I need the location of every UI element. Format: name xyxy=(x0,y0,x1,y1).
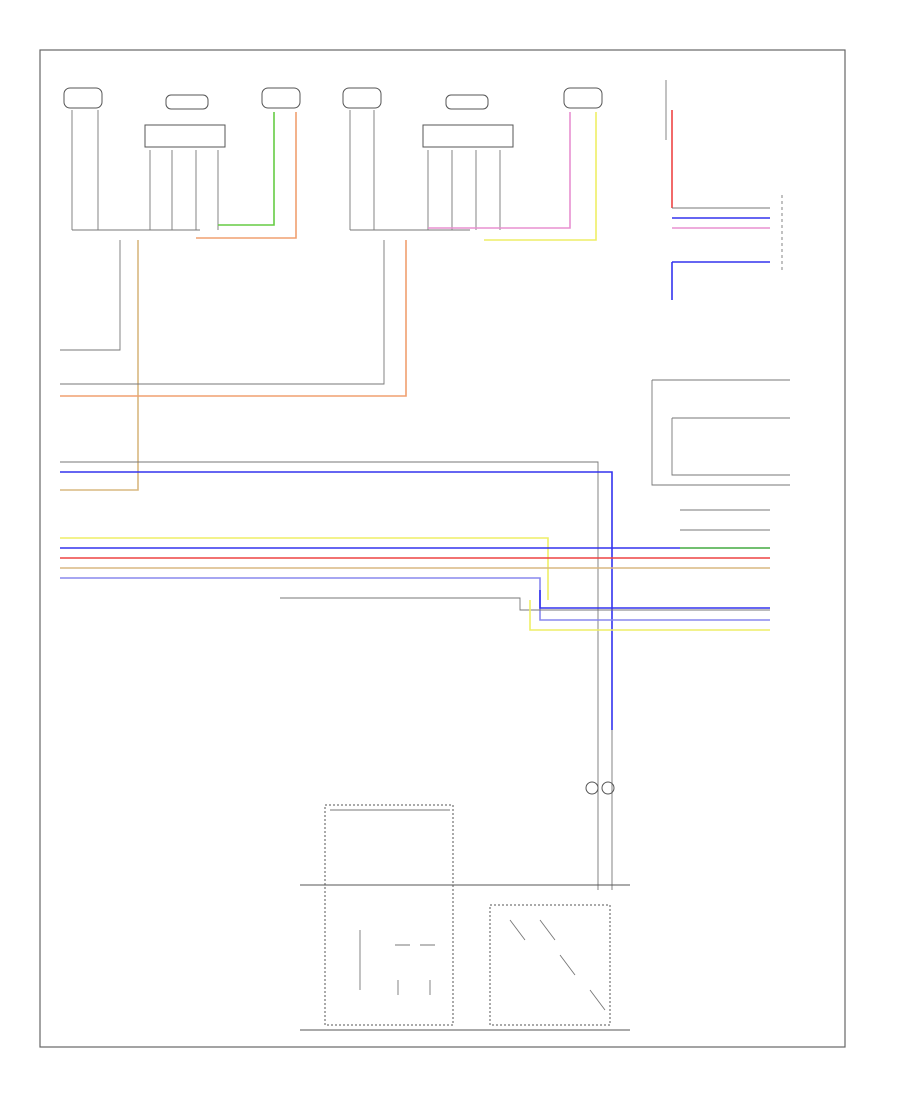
bottom-connector-group xyxy=(300,730,630,1031)
right-woofer-speaker xyxy=(342,87,382,109)
top-right-module xyxy=(665,80,783,300)
left-speaker-bracket xyxy=(144,124,226,148)
left-tweeter-orange-wire xyxy=(196,112,297,239)
bus-blue-wire-1 xyxy=(60,471,613,730)
antenna-module xyxy=(651,379,790,486)
right-tweeter-yellow-wire xyxy=(484,112,597,241)
bus-gray-wire-1 xyxy=(60,461,599,730)
bus-violet-wire xyxy=(60,577,770,621)
clock-spring-switch-box xyxy=(489,904,611,1026)
right-tweeter-speaker xyxy=(563,87,603,109)
connector-pin-1 xyxy=(585,781,599,795)
left-tweeter-speaker xyxy=(261,87,301,109)
right-door-speaker xyxy=(445,94,489,110)
bus-gray-wire-2 xyxy=(280,597,770,611)
antenna-coax-wire xyxy=(671,417,790,476)
right-speaker-group xyxy=(60,87,603,397)
right-orange-wire xyxy=(60,240,407,397)
left-tan-wire xyxy=(60,240,139,491)
diagram-frame xyxy=(39,49,846,1048)
left-door-speaker xyxy=(165,94,209,110)
left-woofer-speaker xyxy=(63,87,103,109)
left-tweeter-green-wire xyxy=(218,112,275,226)
right-speaker-bracket xyxy=(422,124,514,148)
connector-pin-2 xyxy=(601,781,615,795)
bus-yellow-wire xyxy=(60,537,549,600)
main-harness-bus xyxy=(60,461,770,730)
left-speaker-group xyxy=(60,87,301,491)
right-bus-wire xyxy=(60,240,385,385)
right-tweeter-pink-wire xyxy=(428,112,571,229)
steering-wheel-switch-box xyxy=(324,804,454,1026)
left-bus-wire xyxy=(60,240,121,351)
